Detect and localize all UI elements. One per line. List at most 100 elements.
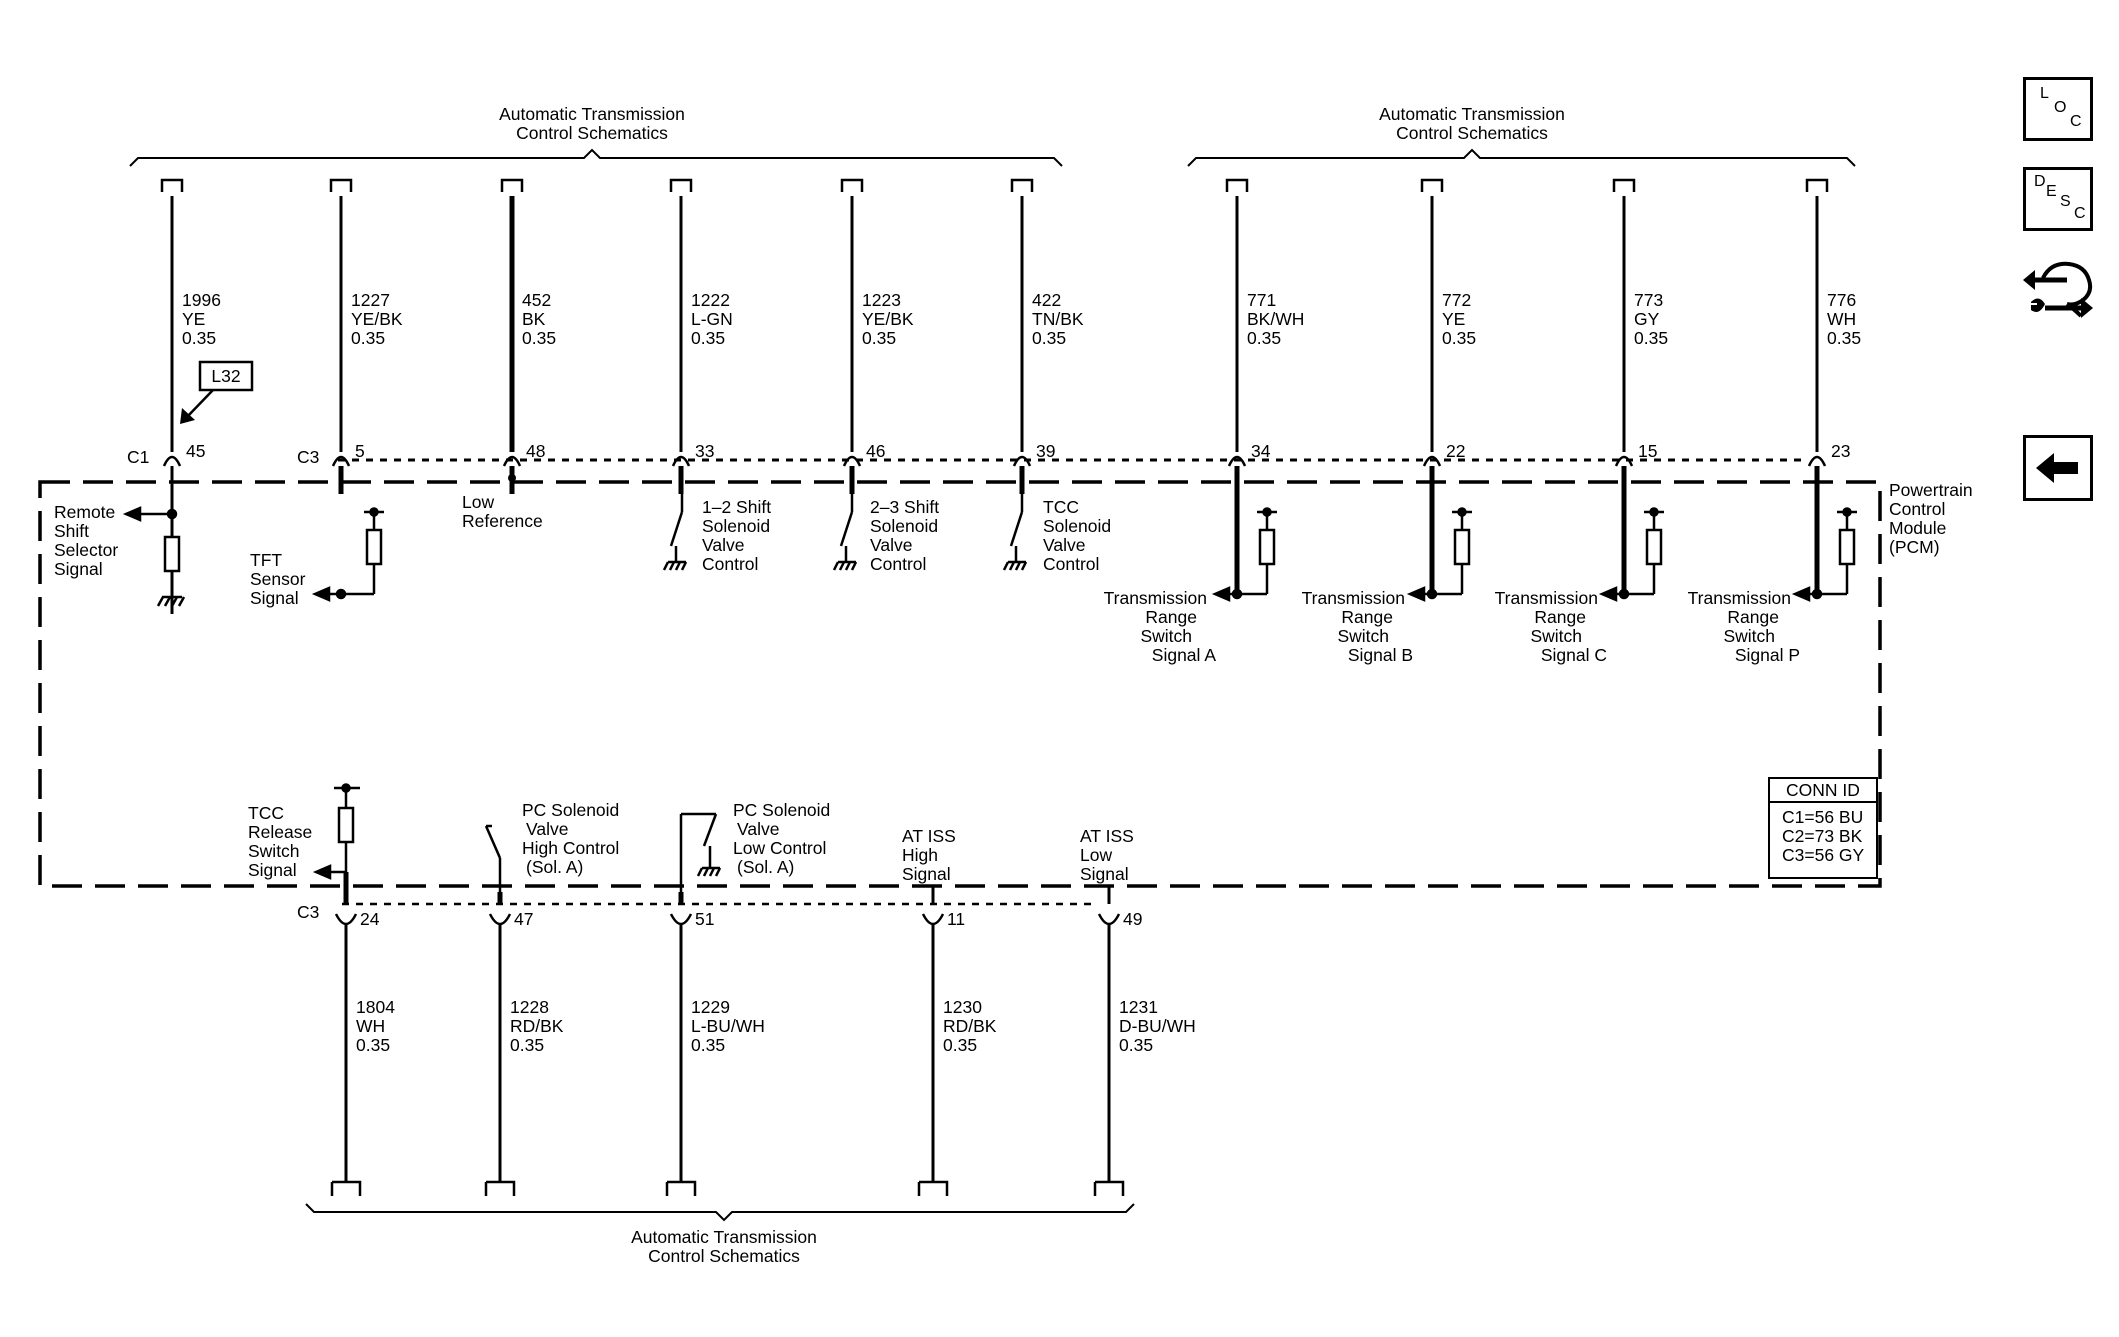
header-bracket-top-right: [1187, 148, 1856, 167]
wire-gauge: 0.35: [1032, 328, 1066, 348]
shift-solenoid-switches: [662, 493, 1028, 571]
wire-gauge: 0.35: [510, 1035, 544, 1055]
pin-number: 22: [1446, 441, 1465, 461]
wire-circuit-number: 771: [1247, 290, 1276, 310]
wire-circuit-number: 1804: [356, 997, 395, 1017]
wire-gauge: 0.35: [862, 328, 896, 348]
pin-number: 51: [695, 909, 714, 929]
top-wires: 1996YE0.35451227YE/BK0.355452BK0.3548122…: [160, 178, 1861, 614]
header-bracket-bottom: [305, 1203, 1135, 1222]
range-switch-pullup: [1211, 507, 1277, 602]
pin-number: 24: [360, 909, 380, 929]
back-button[interactable]: [2023, 435, 2093, 501]
wire-color: L-GN: [691, 309, 733, 329]
description-button[interactable]: D E S C: [2023, 167, 2093, 231]
range-switch-pullup: [1791, 507, 1857, 602]
pin-number: 33: [695, 441, 714, 461]
wire-gauge: 0.35: [1247, 328, 1281, 348]
option-tag-l32: L32: [180, 360, 254, 424]
wire-gauge: 0.35: [691, 1035, 725, 1055]
wire-gauge: 0.35: [1827, 328, 1861, 348]
desc-letter-d: D: [2034, 173, 2046, 190]
loc-letter-o: O: [2054, 99, 2067, 116]
conn-id-row: C1=56 BU: [1782, 807, 1863, 827]
connector-c1: C1: [127, 447, 149, 467]
wire-gauge: 0.35: [351, 328, 385, 348]
wire-color: YE: [182, 309, 205, 329]
connector-c3-top: C3: [297, 447, 319, 467]
wire-circuit-number: 773: [1634, 290, 1663, 310]
range-switch-pullup: [1598, 507, 1664, 602]
wire-circuit-number: 1228: [510, 997, 549, 1017]
pin-number: 11: [947, 909, 965, 929]
svg-text:L32: L32: [211, 366, 240, 386]
range-switch-circuits: [1211, 507, 1857, 602]
wire-color: YE/BK: [351, 309, 403, 329]
pin-number: 39: [1036, 441, 1055, 461]
wire-circuit-number: 422: [1032, 290, 1061, 310]
connector-c3-bottom: C3: [297, 902, 319, 922]
desc-letter-c: C: [2074, 205, 2086, 222]
wire-color: L-BU/WH: [691, 1016, 765, 1036]
wire-gauge: 0.35: [522, 328, 556, 348]
remote-shift-circuit: [122, 506, 186, 607]
wire-color: TN/BK: [1032, 309, 1084, 329]
hand-arrows-icon: [2023, 261, 2093, 318]
wire-color: GY: [1634, 309, 1660, 329]
wire-circuit-number: 772: [1442, 290, 1471, 310]
location-button[interactable]: L O C: [2023, 77, 2093, 141]
wire-color: RD/BK: [510, 1016, 564, 1036]
pin-number: 47: [514, 909, 533, 929]
wire-gauge: 0.35: [943, 1035, 977, 1055]
conn-id-table: CONN ID C1=56 BU C2=73 BK C3=56 GY: [1768, 777, 1878, 879]
pin-number: 34: [1251, 441, 1271, 461]
pin-number: 15: [1638, 441, 1657, 461]
bottom-wires: 241804WH0.35471228RD/BK0.35511229L-BU/WH…: [330, 872, 1196, 1196]
wire-gauge: 0.35: [182, 328, 216, 348]
wire-color: YE/BK: [862, 309, 914, 329]
wire-color: BK/WH: [1247, 309, 1304, 329]
conn-id-title: CONN ID: [1786, 780, 1860, 800]
wire-circuit-number: 1231: [1119, 997, 1158, 1017]
wire-color: WH: [1827, 309, 1856, 329]
wire-gauge: 0.35: [1634, 328, 1668, 348]
range-switch-pullup: [1406, 507, 1472, 602]
wire-circuit-number: 1996: [182, 290, 221, 310]
wire-gauge: 0.35: [356, 1035, 390, 1055]
wire-circuit-number: 1227: [351, 290, 390, 310]
desc-letter-s: S: [2060, 193, 2071, 210]
wire-gauge: 0.35: [691, 328, 725, 348]
connector-view-icon[interactable]: [2023, 250, 2095, 330]
wire-circuit-number: 1229: [691, 997, 730, 1017]
wire-color: WH: [356, 1016, 385, 1036]
